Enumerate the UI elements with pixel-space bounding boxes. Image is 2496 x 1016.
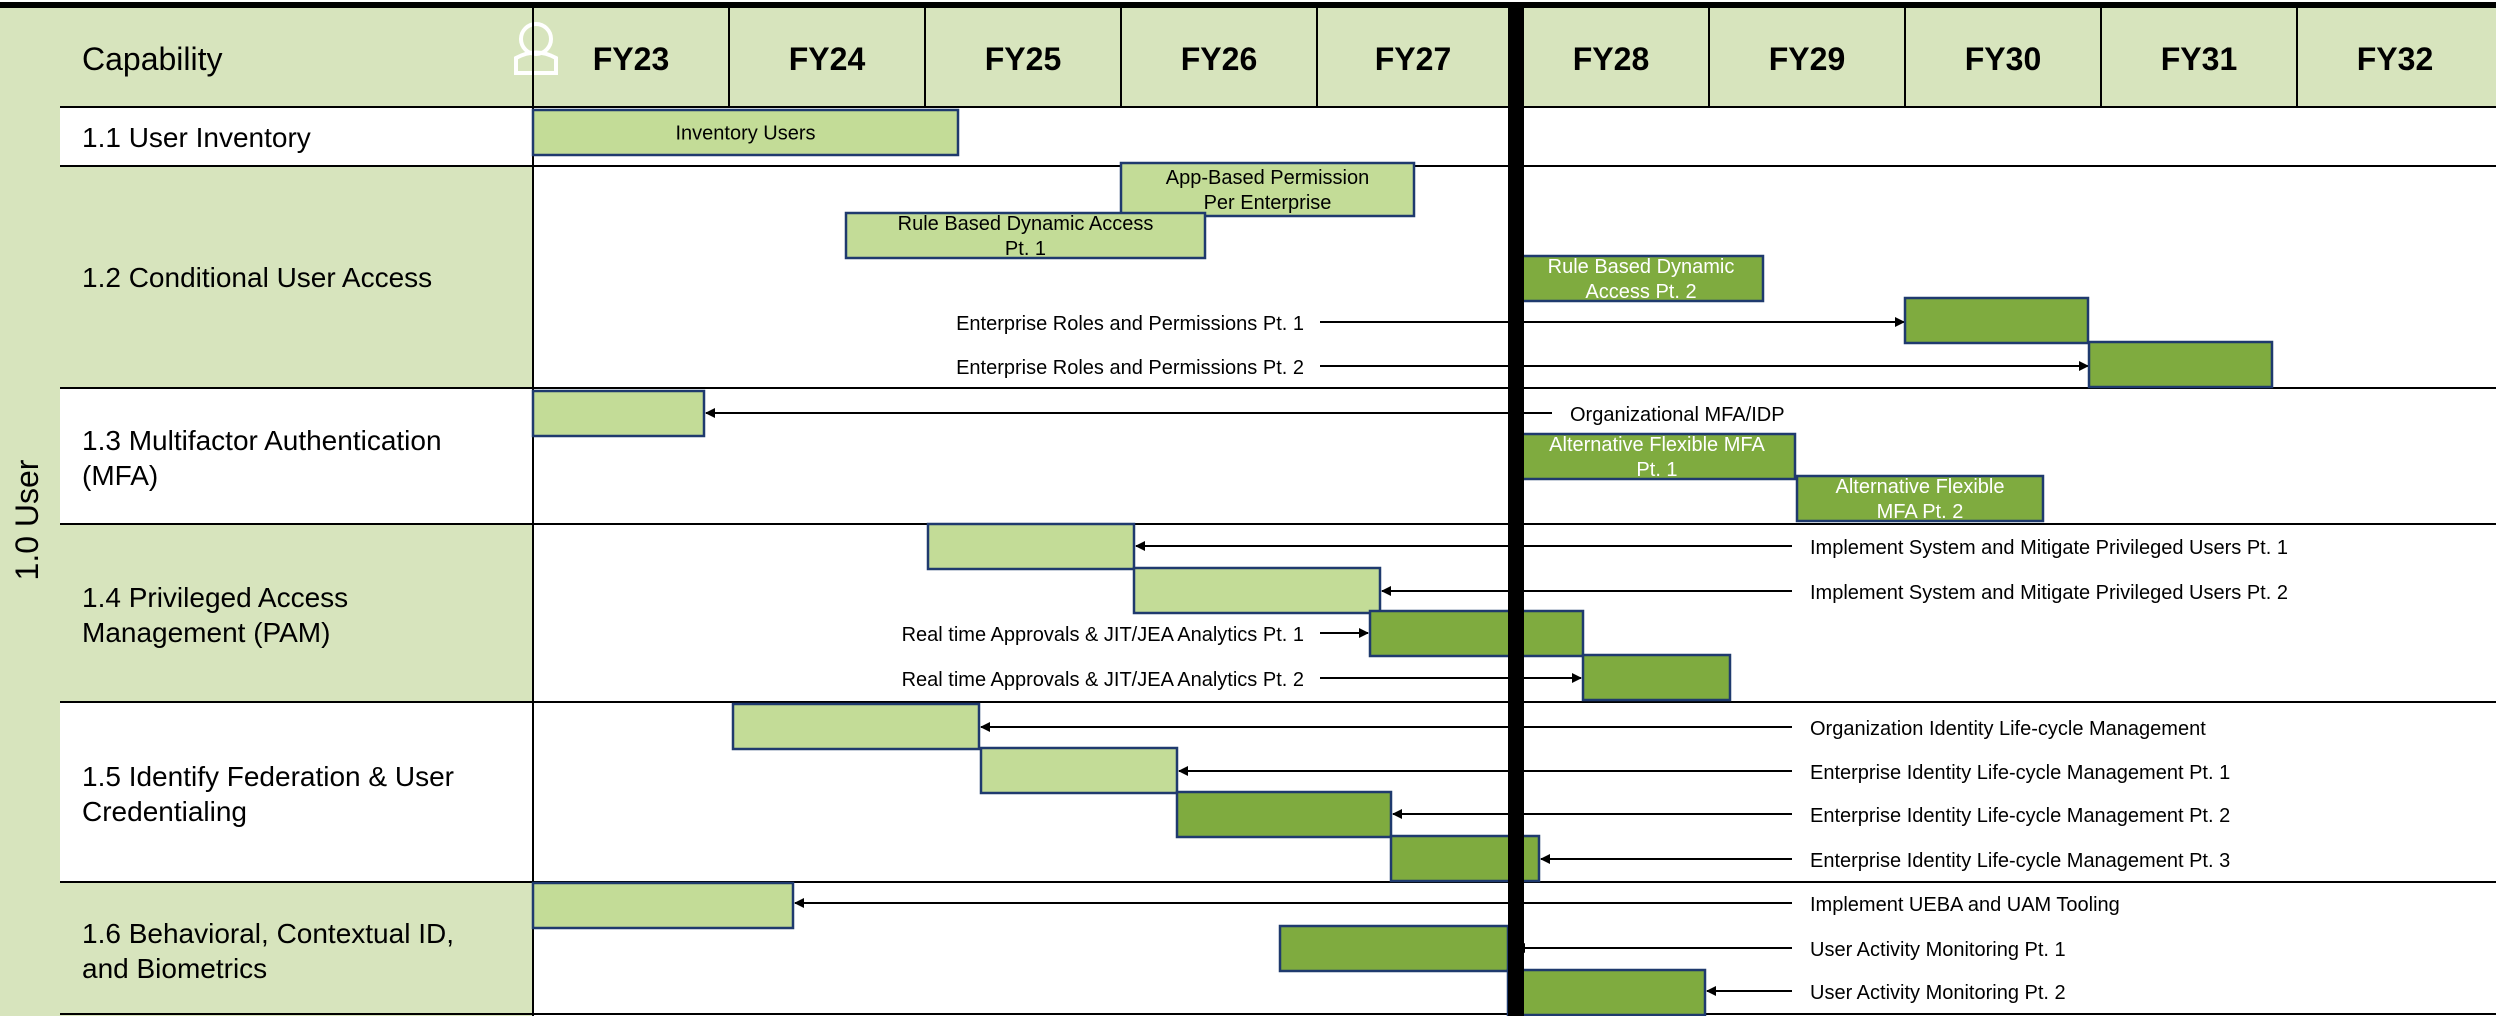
bar-enterprise-identity-life-cycle-management-pt-2 (1175, 790, 1393, 839)
arrow-label-implement-system-and-mitigate-privileged-users-pt-2: Implement System and Mitigate Privileged… (1810, 582, 2288, 604)
year-label-fy28: FY28 (1573, 41, 1649, 77)
arrows: Enterprise Roles and Permissions Pt. 1 En… (705, 313, 2288, 1004)
year-label-fy27: FY27 (1375, 41, 1451, 77)
capability-1-6: 1.6 Behavioral, Contextual ID, (82, 918, 454, 949)
arrow-label-enterprise-identity-life-cycle-management-pt-2: Enterprise Identity Life-cycle Managemen… (1810, 805, 2230, 827)
capability-1-4-line2: Management (PAM) (82, 617, 330, 648)
arrow-label-enterprise-roles-and-permissions-pt-2: Enterprise Roles and Permissions Pt. 2 (956, 357, 1304, 379)
capability-1-6-line2: and Biometrics (82, 953, 267, 984)
capability-1-5-line2: Credentialing (82, 796, 247, 827)
year-label-fy24: FY24 (789, 41, 866, 77)
bar-label: Rule Based Dynamic (1548, 256, 1735, 278)
bar-rule-based-dynamic-access-pt-1 (844, 211, 1207, 260)
year-label-fy26: FY26 (1181, 41, 1257, 77)
bar-app-based-permission-per-enterprise (1119, 161, 1416, 218)
arrow-label-user-activity-monitoring-pt-1: User Activity Monitoring Pt. 1 (1810, 939, 2066, 961)
arrow-label-real-time-approvals-jit-jea-analytics-pt-1: Real time Approvals & JIT/JEA Analytics … (902, 624, 1304, 646)
capability-1-2: 1.2 Conditional User Access (82, 262, 432, 293)
year-label-fy32: FY32 (2357, 41, 2433, 77)
bar-enterprise-roles-and-permissions-pt-1 (1903, 296, 2090, 345)
capability-header: Capability (82, 41, 223, 77)
bar-label: Inventory Users (675, 123, 815, 145)
bar-label: Per Enterprise (1204, 192, 1332, 214)
capability-1-3: 1.3 Multifactor Authentication (82, 425, 442, 456)
capability-1-4: 1.4 Privileged Access (82, 582, 348, 613)
today-line (1508, 5, 1524, 1016)
arrow-label-organization-identity-life-cycle-management: Organization Identity Life-cycle Managem… (1810, 718, 2206, 740)
bar-organization-identity-life-cycle-management (731, 702, 981, 751)
bar-label: Pt. 1 (1005, 238, 1046, 260)
arrow-label-enterprise-identity-life-cycle-management-pt-3: Enterprise Identity Life-cycle Managemen… (1810, 850, 2230, 872)
bar-user-activity-monitoring-pt-1 (1278, 924, 1510, 973)
bar-label: Rule Based Dynamic Access (898, 213, 1154, 235)
bar-label: MFA Pt. 2 (1877, 501, 1964, 523)
user-icon (514, 22, 558, 75)
year-label-fy30: FY30 (1965, 41, 2041, 77)
bar-label: Access Pt. 2 (1585, 281, 1696, 303)
year-label-fy31: FY31 (2161, 41, 2237, 77)
bar-implement-system-and-mitigate-privileged-users-pt-1 (926, 522, 1136, 571)
arrow-label-real-time-approvals-jit-jea-analytics-pt-2: Real time Approvals & JIT/JEA Analytics … (902, 669, 1304, 691)
bar-alternative-flexible-mfa-pt-1 (1517, 432, 1797, 481)
capability-1-1: 1.1 User Inventory (82, 122, 311, 153)
year-column-dividers (532, 5, 2298, 1016)
capability-1-5: 1.5 Identify Federation & User (82, 761, 454, 792)
arrow-label-enterprise-roles-and-permissions-pt-1: Enterprise Roles and Permissions Pt. 1 (956, 313, 1304, 335)
bar-real-time-approvals-jit-jea-analytics-pt-1 (1368, 609, 1585, 658)
capability-1-3-line2: (MFA) (82, 460, 158, 491)
year-label-fy25: FY25 (985, 41, 1061, 77)
bar-label: App-Based Permission (1166, 167, 1369, 189)
arrow-label-user-activity-monitoring-pt-2: User Activity Monitoring Pt. 2 (1810, 982, 2066, 1004)
year-label-fy23: FY23 (593, 41, 669, 77)
bar-alternative-flexible-mfa-pt-2 (1795, 474, 2045, 523)
arrow-label-implement-ueba-and-uam-tooling: Implement UEBA and UAM Tooling (1810, 894, 2120, 916)
bar-real-time-approvals-jit-jea-analytics-pt-2 (1581, 653, 1732, 702)
bar-inventory-users (531, 108, 960, 157)
header-row (60, 5, 2496, 107)
arrow-label-organizational-mfa-idp: Organizational MFA/IDP (1570, 404, 1785, 426)
arrow-label-enterprise-identity-life-cycle-management-pt-1: Enterprise Identity Life-cycle Managemen… (1810, 762, 2230, 784)
arrow-label-implement-system-and-mitigate-privileged-users-pt-1: Implement System and Mitigate Privileged… (1810, 537, 2288, 559)
bar-enterprise-roles-and-permissions-pt-2 (2087, 340, 2274, 389)
bar-enterprise-identity-life-cycle-management-pt-1 (979, 746, 1179, 795)
year-label-fy29: FY29 (1769, 41, 1845, 77)
bar-user-activity-monitoring-pt-2 (1506, 968, 1707, 1016)
bar-label: Alternative Flexible (1836, 476, 2005, 498)
row-fill-1-6 (60, 882, 533, 1016)
section-label: 1.0 User (9, 459, 45, 580)
row-fill-1-2 (60, 166, 533, 388)
bar-organizational-mfa-idp (531, 389, 706, 438)
bar-label: Alternative Flexible MFA (1549, 434, 1765, 456)
bar-implement-system-and-mitigate-privileged-users-pt-2 (1132, 566, 1382, 615)
row-fill-1-4 (60, 524, 533, 702)
bar-label: Pt. 1 (1636, 459, 1677, 481)
section-band (0, 5, 60, 1016)
bar-implement-ueba-and-uam-tooling (531, 881, 795, 930)
